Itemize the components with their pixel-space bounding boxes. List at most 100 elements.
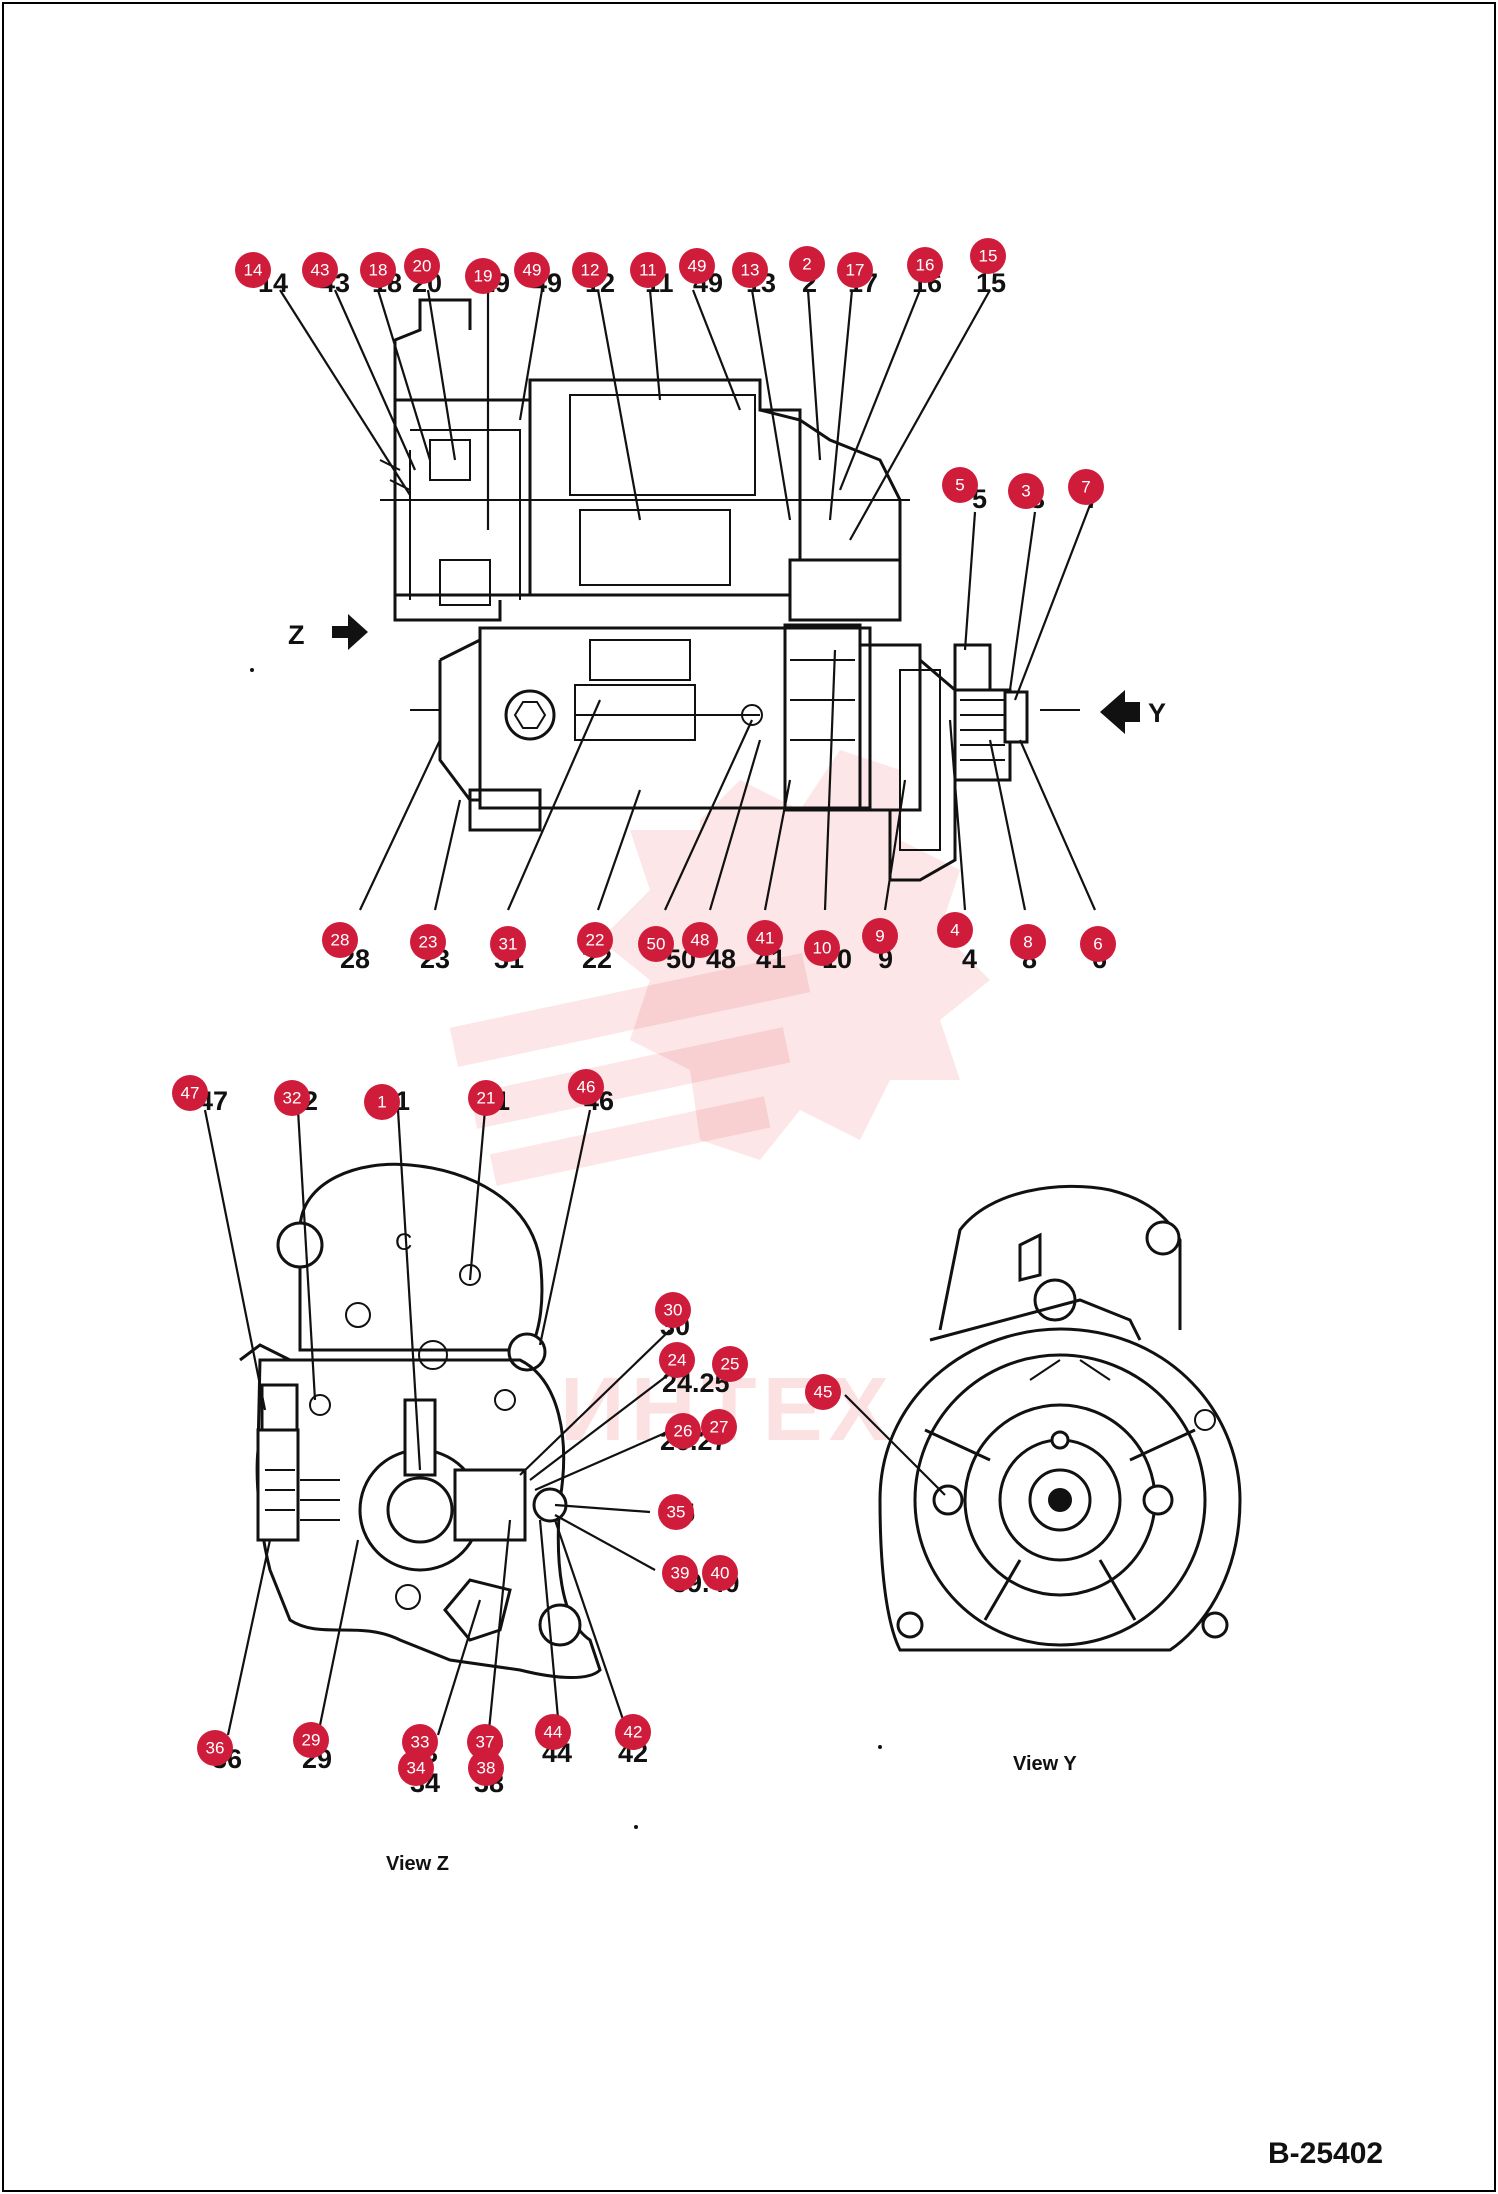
svg-text:12: 12 (581, 261, 600, 280)
printed-label: 4 (962, 944, 977, 974)
drawing-number: B-25402 (1268, 2137, 1383, 2170)
svg-text:6: 6 (1093, 935, 1102, 954)
svg-text:29: 29 (302, 1731, 321, 1750)
svg-text:46: 46 (577, 1078, 596, 1097)
callout-badge[interactable]: 48 (682, 922, 718, 958)
callout-badge[interactable]: 18 (360, 252, 396, 288)
svg-text:34: 34 (407, 1759, 426, 1778)
svg-text:19: 19 (474, 267, 493, 286)
callout-badge[interactable]: 44 (535, 1714, 571, 1750)
starter-side-view (379, 298, 1080, 882)
svg-text:24: 24 (668, 1351, 687, 1370)
callout-badge[interactable]: 49 (679, 248, 715, 284)
callout-badge[interactable]: 37 (467, 1724, 503, 1760)
callout-badge[interactable]: 13 (732, 252, 768, 288)
callout-badge[interactable]: 21 (468, 1080, 504, 1116)
svg-text:42: 42 (624, 1723, 643, 1742)
callout-badge[interactable]: 34 (398, 1750, 434, 1786)
callout-badge[interactable]: 43 (302, 252, 338, 288)
svg-text:21: 21 (477, 1089, 496, 1108)
callout-badge[interactable]: 36 (197, 1730, 233, 1766)
svg-text:1: 1 (377, 1093, 386, 1112)
callout-badge[interactable]: 23 (410, 924, 446, 960)
svg-text:44: 44 (544, 1723, 563, 1742)
callout-badge[interactable]: 30 (655, 1292, 691, 1328)
svg-text:14: 14 (244, 261, 263, 280)
callout-badge[interactable]: 26 (665, 1413, 701, 1449)
callout-badge[interactable]: 46 (568, 1069, 604, 1105)
svg-text:7: 7 (1081, 478, 1090, 497)
svg-text:8: 8 (1023, 933, 1032, 952)
callout-badge[interactable]: 8 (1010, 924, 1046, 960)
callout-badge[interactable]: 22 (577, 922, 613, 958)
callout-badge[interactable]: 6 (1080, 926, 1116, 962)
svg-text:30: 30 (664, 1301, 683, 1320)
callout-badge[interactable]: 16 (907, 247, 943, 283)
callout-badge[interactable]: 3 (1008, 473, 1044, 509)
callout-badge[interactable]: 2 (789, 246, 825, 282)
z-arrow-label: Z (288, 620, 305, 650)
callout-badges: 14 43 18 20 19 49 12 11 49 13 2 17 16 15… (172, 238, 1116, 1786)
callout-badge[interactable]: 7 (1068, 469, 1104, 505)
svg-text:32: 32 (283, 1089, 302, 1108)
svg-text:13: 13 (741, 261, 760, 280)
callout-badge[interactable]: 42 (615, 1714, 651, 1750)
svg-text:18: 18 (369, 261, 388, 280)
svg-text:38: 38 (477, 1759, 496, 1778)
cross-section-mark: C (395, 1229, 412, 1256)
callout-badge[interactable]: 19 (465, 258, 501, 294)
callout-badge[interactable]: 32 (274, 1080, 310, 1116)
callout-badge[interactable]: 50 (638, 926, 674, 962)
callout-badge[interactable]: 9 (862, 918, 898, 954)
callout-badge[interactable]: 41 (747, 920, 783, 956)
view-y-caption: View Y (1013, 1753, 1077, 1775)
callout-badge[interactable]: 45 (805, 1374, 841, 1410)
svg-text:9: 9 (875, 927, 884, 946)
callout-badge[interactable]: 4 (937, 912, 973, 948)
callout-badge[interactable]: 40 (702, 1555, 738, 1591)
y-arrow-label: Y (1148, 698, 1166, 728)
callout-badge[interactable]: 27 (701, 1409, 737, 1445)
svg-text:39: 39 (671, 1564, 690, 1583)
callout-badge[interactable]: 11 (630, 252, 666, 288)
callout-badge[interactable]: 1 (364, 1084, 400, 1120)
svg-text:48: 48 (691, 931, 710, 950)
callout-badge[interactable]: 14 (235, 252, 271, 288)
callout-badge[interactable]: 17 (837, 252, 873, 288)
svg-text:41: 41 (756, 929, 775, 948)
callout-badge[interactable]: 38 (468, 1750, 504, 1786)
speck (634, 1825, 638, 1829)
callout-badge[interactable]: 15 (970, 238, 1006, 274)
callout-badge[interactable]: 35 (658, 1494, 694, 1530)
svg-text:5: 5 (955, 476, 964, 495)
svg-text:10: 10 (813, 939, 832, 958)
svg-text:26: 26 (674, 1422, 693, 1441)
svg-text:4: 4 (950, 921, 959, 940)
svg-text:27: 27 (710, 1418, 729, 1437)
speck (250, 668, 254, 672)
speck (878, 1745, 882, 1749)
callout-badge[interactable]: 25 (712, 1346, 748, 1382)
svg-text:3: 3 (1021, 482, 1030, 501)
callout-badge[interactable]: 39 (662, 1555, 698, 1591)
callout-badge[interactable]: 10 (804, 930, 840, 966)
watermark-logo (449, 750, 990, 1186)
svg-text:25: 25 (721, 1355, 740, 1374)
svg-text:11: 11 (639, 261, 657, 280)
view-z-arrow: Z (288, 614, 368, 650)
callout-badge[interactable]: 24 (659, 1342, 695, 1378)
callout-badge[interactable]: 20 (404, 248, 440, 284)
callout-badge[interactable]: 31 (490, 926, 526, 962)
svg-text:28: 28 (331, 931, 350, 950)
svg-text:45: 45 (814, 1383, 833, 1402)
callout-badge[interactable]: 29 (293, 1722, 329, 1758)
view-y-arrow: Y (1100, 690, 1166, 734)
callout-badge[interactable]: 12 (572, 252, 608, 288)
view-y-drawing (878, 1184, 1242, 1652)
callout-badge[interactable]: 47 (172, 1075, 208, 1111)
callout-badge[interactable]: 5 (942, 467, 978, 503)
callout-badge[interactable]: 49 (514, 252, 550, 288)
callout-badge[interactable]: 28 (322, 922, 358, 958)
